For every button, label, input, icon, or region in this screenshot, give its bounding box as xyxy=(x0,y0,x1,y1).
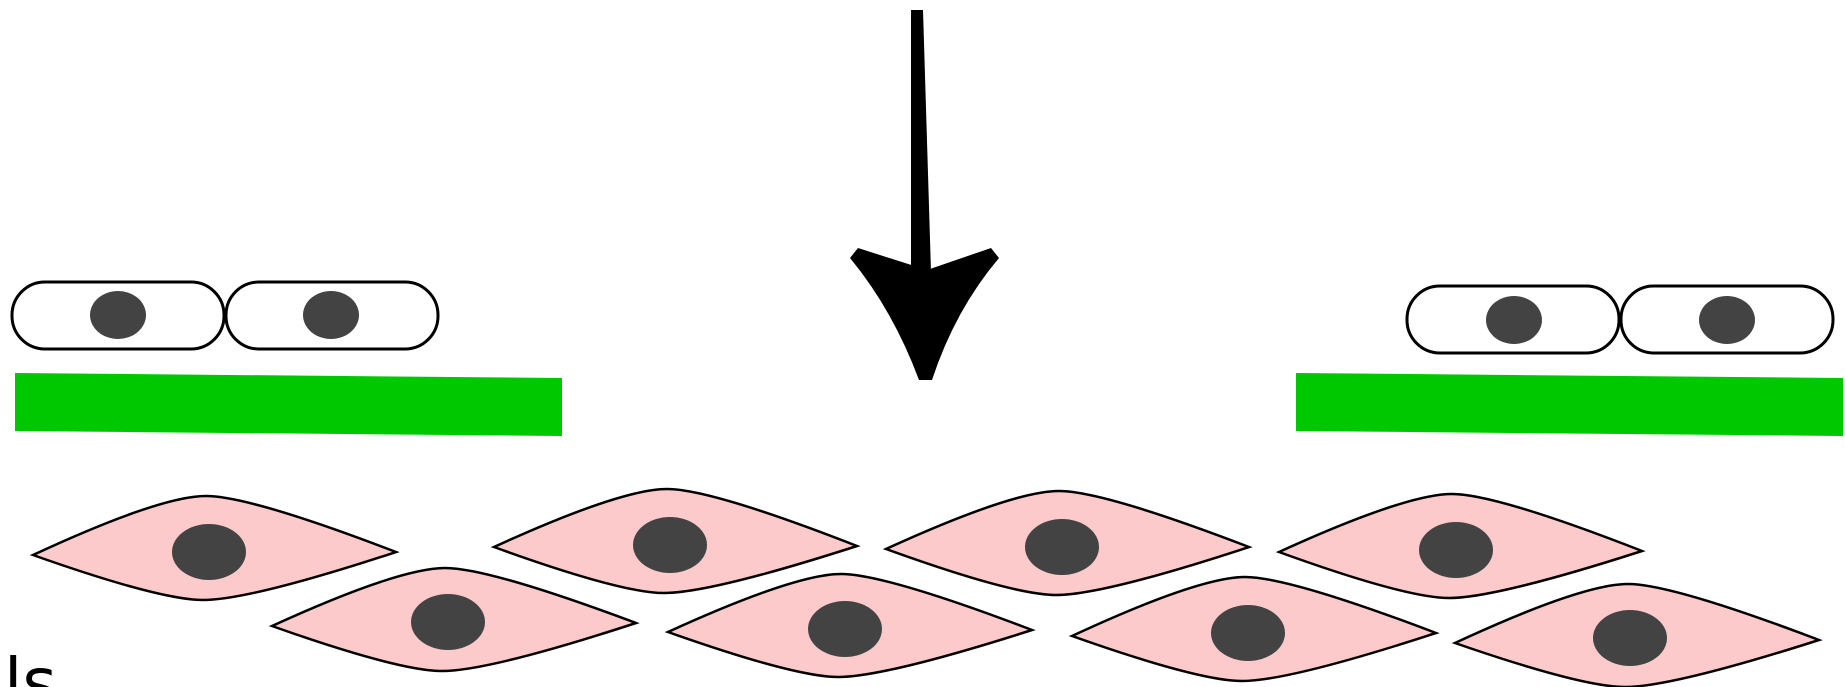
left-capsule-cells xyxy=(10,280,440,351)
cell-nucleus xyxy=(411,594,485,650)
cell-nucleus xyxy=(1593,610,1667,666)
cell-nucleus xyxy=(808,601,882,657)
cell-nucleus xyxy=(633,517,707,573)
right-green-bar xyxy=(1296,373,1843,436)
cell-nucleus xyxy=(90,291,146,339)
down-arrow-icon xyxy=(850,10,999,380)
cell-nucleus xyxy=(172,524,246,580)
cell-nucleus xyxy=(1699,296,1755,344)
right-capsule-cells xyxy=(1405,284,1835,355)
left-green-bar xyxy=(15,373,562,436)
cell-nucleus xyxy=(1419,522,1493,578)
spindle-cells-row-2 xyxy=(268,566,1823,687)
green-membranes xyxy=(15,373,1843,436)
cell-nucleus xyxy=(303,291,359,339)
cell-nucleus xyxy=(1211,605,1285,661)
spindle-cells-row-1 xyxy=(29,487,1646,602)
partial-label: ls xyxy=(4,644,57,687)
cell-nucleus xyxy=(1486,296,1542,344)
cell-nucleus xyxy=(1025,519,1099,575)
